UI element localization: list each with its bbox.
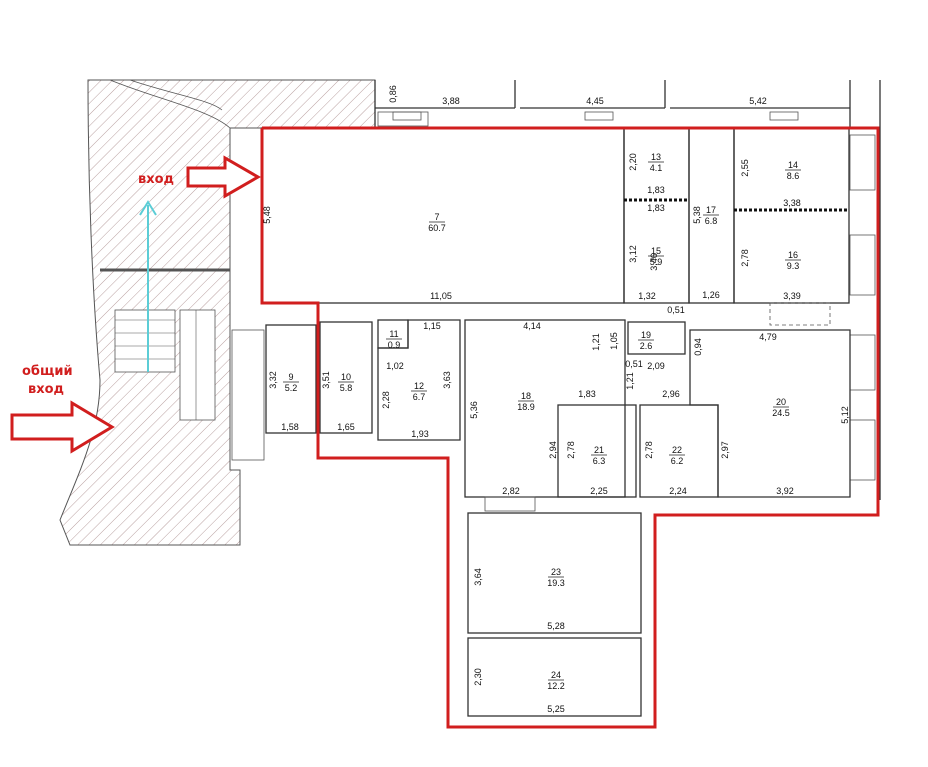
dimension-label: 1,32 (638, 291, 656, 301)
dimension-label: 5,12 (840, 406, 850, 424)
building-walls (374, 80, 881, 500)
dimension-label: 0,51 (625, 359, 643, 369)
dimension-label: 0,86 (388, 85, 398, 103)
room-number: 13 (651, 152, 661, 162)
room-number: 12 (414, 381, 424, 391)
room-number: 9 (288, 372, 293, 382)
premises-outline (260, 126, 880, 729)
dimension-label: 1,58 (281, 422, 299, 432)
dimension-label: 0,94 (693, 338, 703, 356)
dimension-label: 5,42 (749, 96, 767, 106)
entrance-label: вход (138, 172, 174, 187)
dimension-label: 3,46 (649, 253, 659, 271)
room-area: 5.2 (285, 383, 298, 393)
room-number: 14 (788, 160, 798, 170)
path-arrow-icon (139, 200, 157, 372)
dimension-label: 1,83 (578, 389, 596, 399)
dimension-label: 3,32 (268, 371, 278, 389)
dimension-label: 1,05 (609, 332, 619, 350)
dimension-label: 5,38 (692, 206, 702, 224)
dimension-label: 2,25 (590, 486, 608, 496)
dimension-label: 5,25 (547, 704, 565, 714)
room-number: 18 (521, 391, 531, 401)
entrance-arrow-icon (186, 155, 262, 199)
dimension-label: 3,51 (321, 371, 331, 389)
dimension-label: 1,93 (411, 429, 429, 439)
common-entrance-arrow-icon (10, 400, 115, 454)
dimension-label: 2,20 (628, 153, 638, 171)
room-area: 9.3 (787, 261, 800, 271)
dimension-label: 2,82 (502, 486, 520, 496)
dimension-label: 2,78 (740, 249, 750, 267)
dimension-label: 1,21 (625, 372, 635, 390)
dimension-label: 3,88 (442, 96, 460, 106)
dimension-label: 1,83 (647, 185, 665, 195)
dimension-label: 5,48 (262, 206, 272, 224)
room-area: 6.3 (593, 456, 606, 466)
dimension-label: 2,30 (473, 668, 483, 686)
room-number: 23 (551, 567, 561, 577)
dimension-label: 1,02 (386, 361, 404, 371)
dimension-label: 4,45 (586, 96, 604, 106)
dimension-label: 1,83 (647, 203, 665, 213)
room-area: 19.3 (547, 578, 565, 588)
dimension-label: 3,92 (776, 486, 794, 496)
dimension-label: 2,09 (647, 361, 665, 371)
dimension-label: 4,79 (759, 332, 777, 342)
dimension-label: 2,97 (720, 441, 730, 459)
room-area: 8.6 (787, 171, 800, 181)
room-area: 2.6 (640, 341, 653, 351)
dimension-label: 2,78 (566, 441, 576, 459)
dimension-label: 3,64 (473, 568, 483, 586)
dimension-label: 2,78 (644, 441, 654, 459)
room-number: 17 (706, 205, 716, 215)
room-area: 6.8 (705, 216, 718, 226)
room-area: 6.2 (671, 456, 684, 466)
dimension-label: 2,94 (548, 441, 558, 459)
dimension-label: 3,39 (783, 291, 801, 301)
room-number: 22 (672, 445, 682, 455)
dimension-label: 1,15 (423, 321, 441, 331)
dimension-label: 3,63 (442, 371, 452, 389)
dimension-label: 2,28 (381, 391, 391, 409)
room-area: 0.9 (388, 340, 401, 350)
common-area (59, 79, 376, 546)
dimension-label: 3,12 (628, 245, 638, 263)
dimension-label: 1,65 (337, 422, 355, 432)
dimension-label: 1,26 (702, 290, 720, 300)
dimension-label: 4,14 (523, 321, 541, 331)
room-number: 21 (594, 445, 604, 455)
room-area: 12.2 (547, 681, 565, 691)
common-entrance-label-line2: вход (28, 382, 64, 397)
dimension-label: 11,05 (430, 291, 452, 301)
dimension-label: 0,51 (667, 305, 685, 315)
dimension-labels: 0,86 3,88 4,45 5,42 5,48 11,05 2,20 1,83 1,83 3,1… (262, 85, 850, 714)
room-area: 18.9 (517, 402, 535, 412)
room-area: 5.9 (650, 257, 663, 267)
room-number: 15 (651, 246, 661, 256)
dimension-label: 3,38 (783, 198, 801, 208)
room-number: 20 (776, 397, 786, 407)
room-number: 19 (641, 330, 651, 340)
room-number: 10 (341, 372, 351, 382)
room-number: 7 (434, 212, 439, 222)
dimension-label: 2,24 (669, 486, 687, 496)
dimension-label: 2,96 (662, 389, 680, 399)
room-area: 5.8 (340, 383, 353, 393)
room-area: 6.7 (413, 392, 426, 402)
dimension-label: 5,36 (469, 401, 479, 419)
room-labels: 760.7 95.2 105.8 110.9 126.7 134.1 148.6 155.9 1… (283, 152, 801, 691)
dimension-label: 1,21 (591, 333, 601, 351)
common-entrance-label-line1: общий (22, 364, 73, 379)
room-area: 4.1 (650, 163, 663, 173)
room-number: 24 (551, 670, 561, 680)
room-number: 11 (389, 329, 398, 339)
room-number: 16 (788, 250, 798, 260)
room-area: 24.5 (772, 408, 790, 418)
dimension-label: 2,55 (740, 159, 750, 177)
dimension-label: 5,28 (547, 621, 565, 631)
room-walls (261, 111, 851, 717)
room-area: 60.7 (428, 223, 446, 233)
